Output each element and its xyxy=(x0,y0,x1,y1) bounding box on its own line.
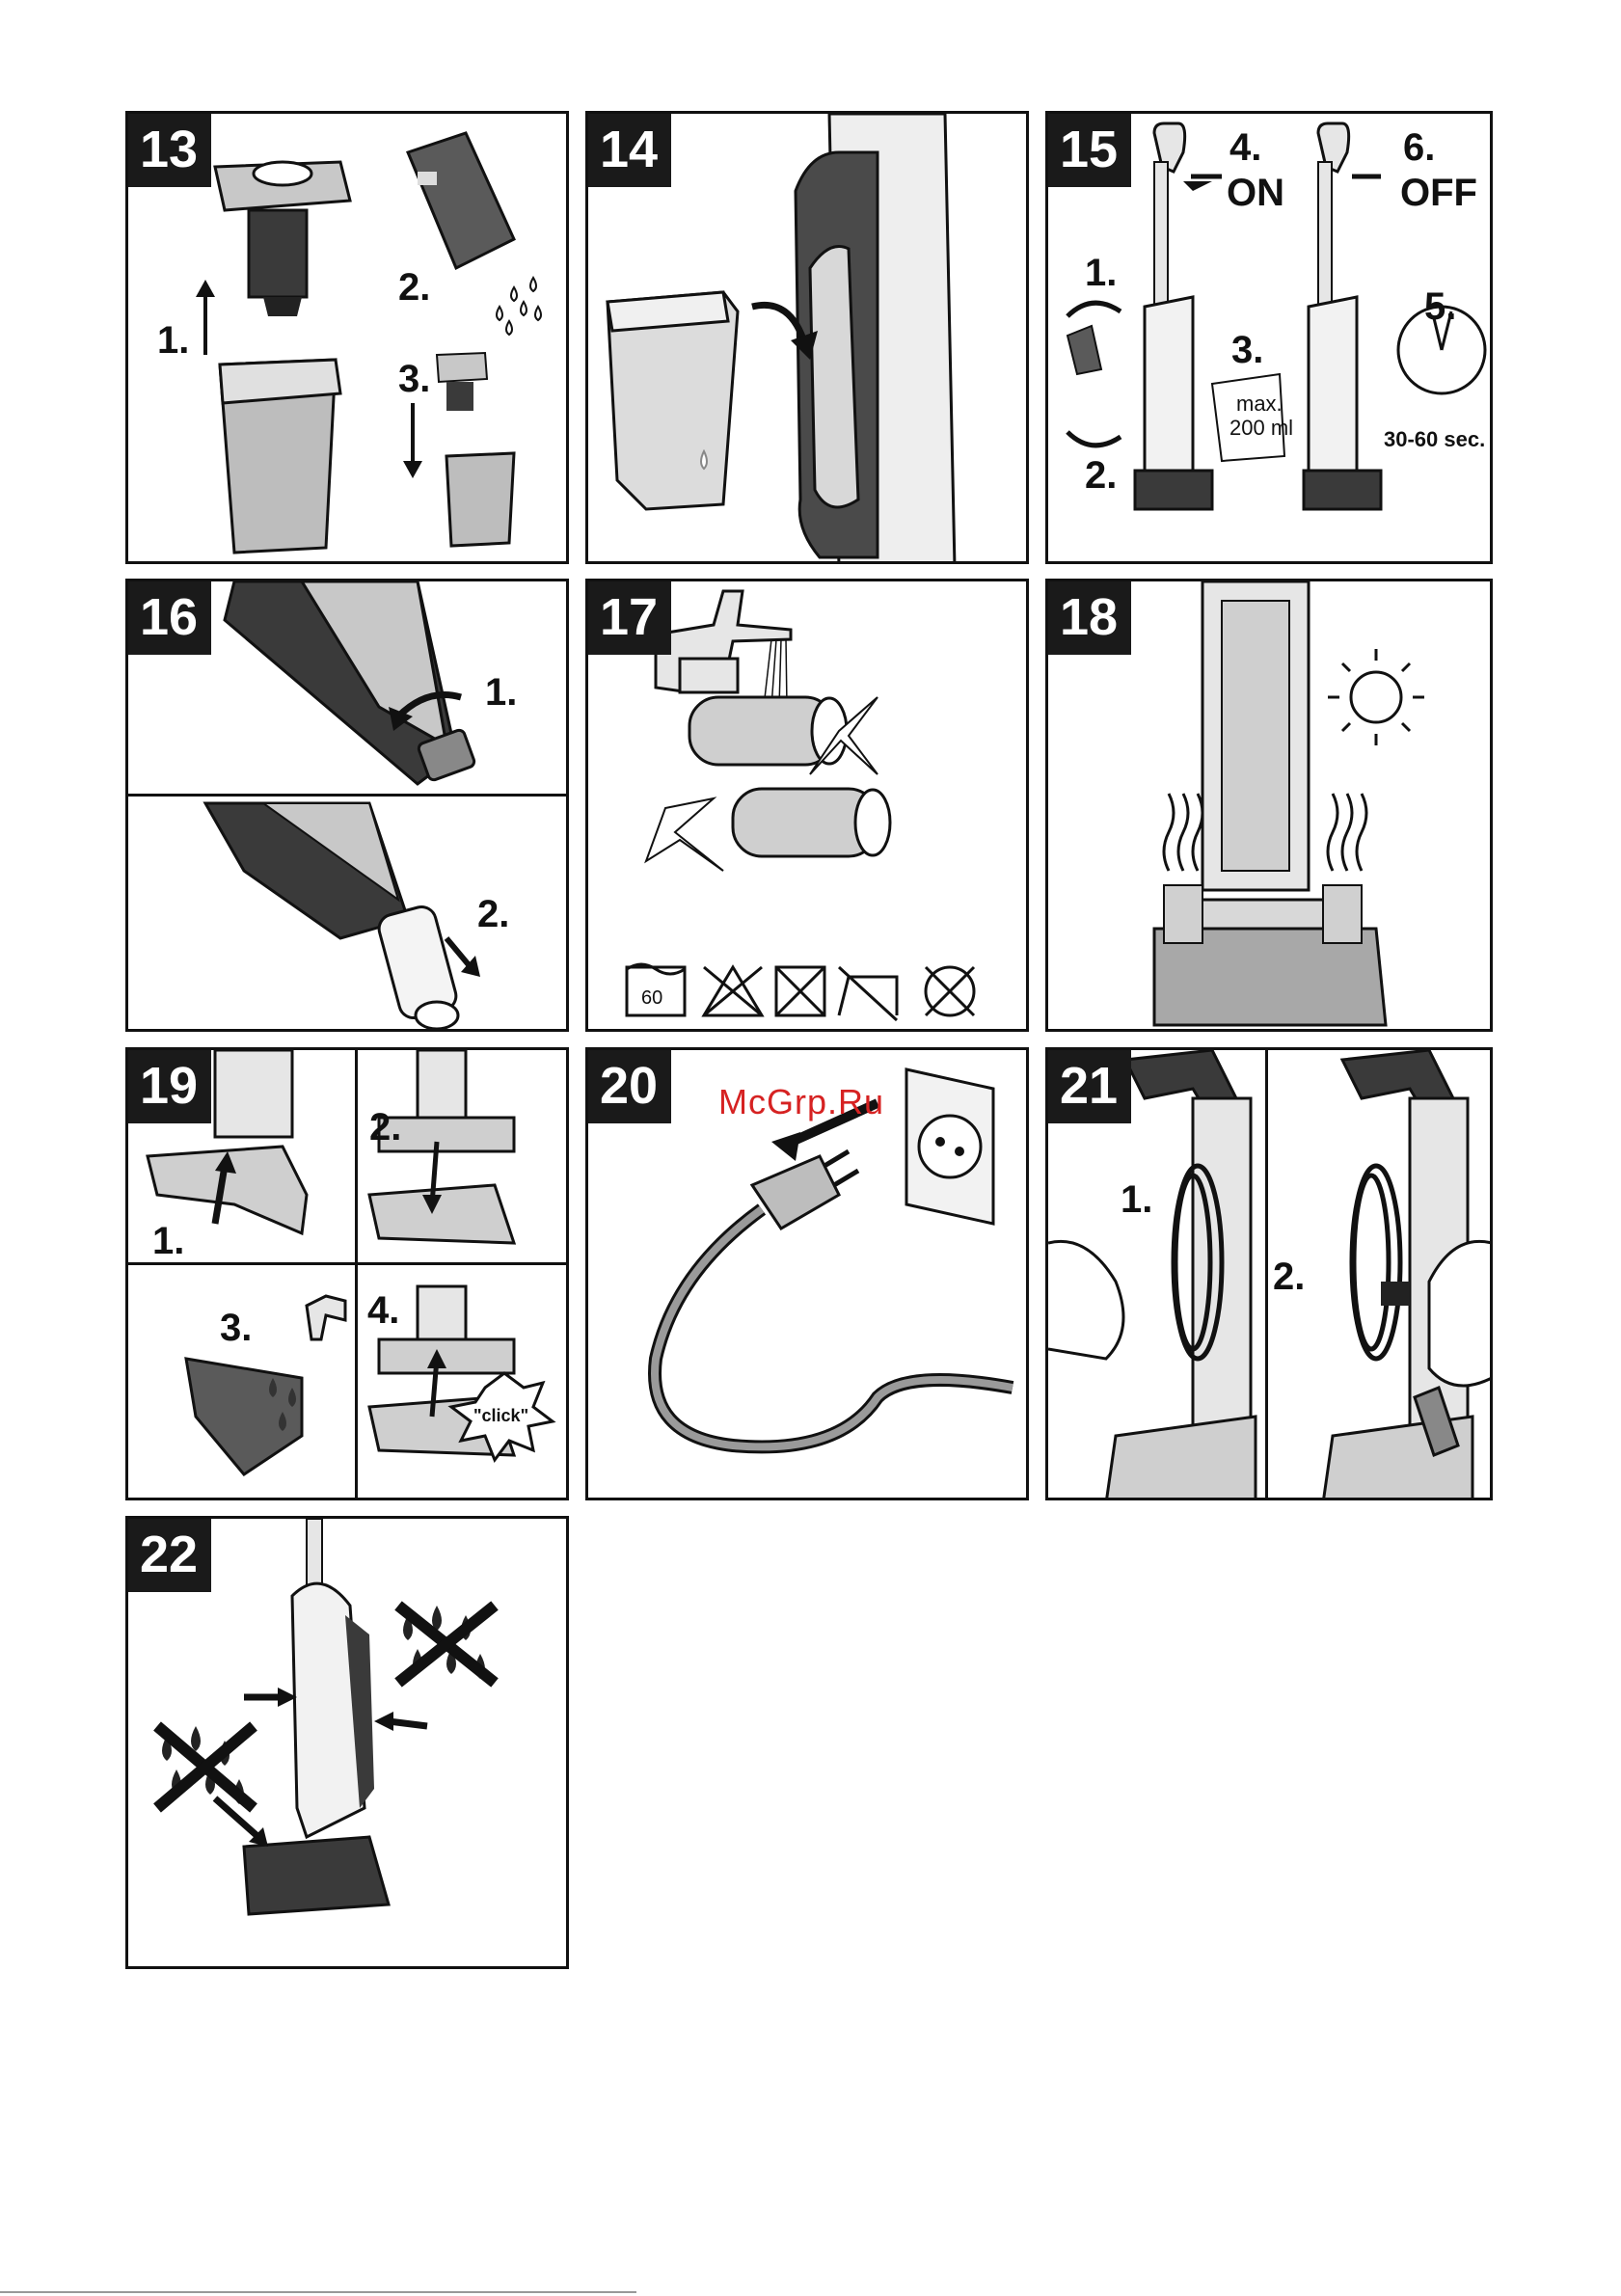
panel-number: 18 xyxy=(1048,581,1131,655)
panel-21: 21 1. 2. xyxy=(1045,1047,1493,1500)
panel-13: 13 1. 2. 3. xyxy=(125,111,569,564)
step-label: 2. xyxy=(1273,1257,1305,1296)
step-label: 1. xyxy=(152,1222,184,1260)
panel-number: 19 xyxy=(128,1050,211,1123)
step-label: 2. xyxy=(369,1108,401,1147)
panel-number: 15 xyxy=(1048,114,1131,187)
panel-22: 22 xyxy=(125,1516,569,1969)
panel-14: 14 xyxy=(585,111,1029,564)
step-label: 1. xyxy=(1085,254,1117,292)
step-label: 1. xyxy=(157,321,189,360)
click-label: "click" xyxy=(473,1407,528,1424)
panel-15: 15 4. ON 6. OFF 1. 2. 3. max. 200 ml 5. … xyxy=(1045,111,1493,564)
watermark: McGrp.Ru xyxy=(718,1082,884,1122)
step-label: 3. xyxy=(220,1309,252,1347)
panel-number: 21 xyxy=(1048,1050,1131,1123)
on-label: ON xyxy=(1227,174,1284,212)
footer-rule xyxy=(0,2291,636,2293)
wash-temperature: 60 xyxy=(641,988,662,1008)
panel-number: 13 xyxy=(128,114,211,187)
step-label: 1. xyxy=(1121,1180,1152,1219)
max-label: max. xyxy=(1236,393,1283,415)
step-label: 6. xyxy=(1403,128,1435,167)
panel-number: 22 xyxy=(128,1519,211,1592)
step-label: 1. xyxy=(485,673,517,712)
panel-18: 18 xyxy=(1045,579,1493,1032)
duration-label: 30-60 sec. xyxy=(1384,429,1485,450)
step-label: 3. xyxy=(398,360,430,398)
step-label: 4. xyxy=(1229,128,1261,167)
panel-number: 20 xyxy=(588,1050,671,1123)
step-label: 4. xyxy=(367,1291,399,1330)
panel-number: 16 xyxy=(128,581,211,655)
step-label: 5. xyxy=(1424,287,1456,326)
volume-label: 200 ml xyxy=(1229,418,1293,439)
step-label: 3. xyxy=(1231,331,1263,369)
step-label: 2. xyxy=(398,268,430,307)
step-label: 2. xyxy=(1085,456,1117,495)
off-label: OFF xyxy=(1400,174,1477,212)
panel-19: 19 1. 2. 3. 4. "click" xyxy=(125,1047,569,1500)
step-label: 2. xyxy=(477,895,509,933)
panel-number: 17 xyxy=(588,581,671,655)
panel-16: 16 1. 2. xyxy=(125,579,569,1032)
panel-17: 17 60 xyxy=(585,579,1029,1032)
panel-number: 14 xyxy=(588,114,671,187)
